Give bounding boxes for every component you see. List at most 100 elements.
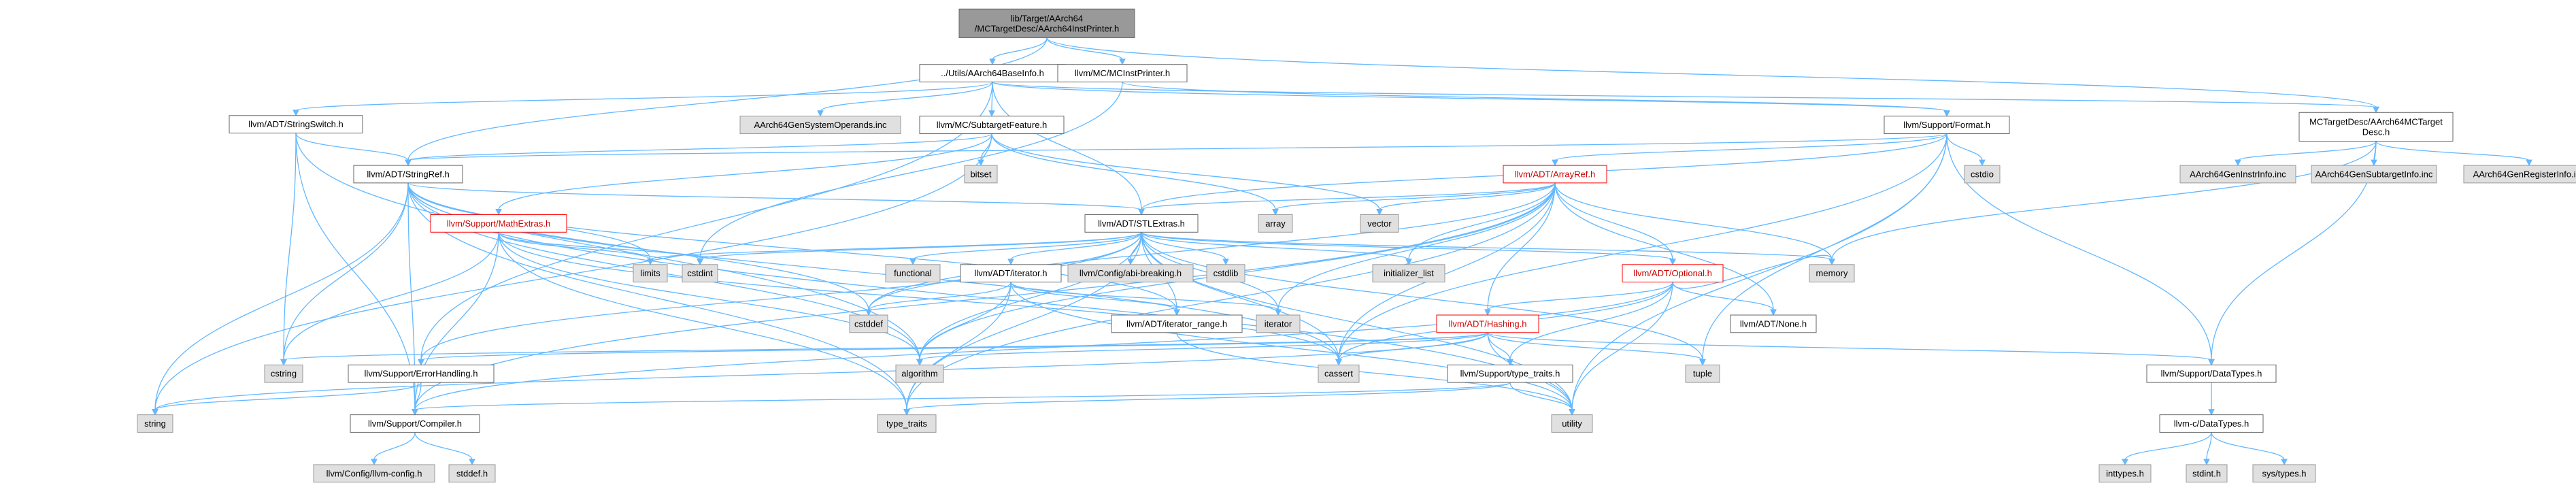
node-box xyxy=(348,364,495,383)
edge-line xyxy=(992,37,1048,60)
node-geninstr: AArch64GenInstrInfo.inc xyxy=(2179,165,2296,184)
edge-optional-to-memory xyxy=(1672,254,1835,289)
edge-line xyxy=(1141,231,1833,261)
edge-arrowhead xyxy=(1552,159,1558,167)
node-label: limits xyxy=(640,268,660,278)
edge-line xyxy=(1141,231,1673,261)
edge-arrayref-to-none xyxy=(1554,182,1777,316)
edge-arrowhead xyxy=(1669,259,1676,265)
edge-arrowhead xyxy=(495,209,502,216)
node-box xyxy=(1503,165,1607,184)
node-box xyxy=(2311,165,2437,184)
edge-line xyxy=(868,282,1011,311)
node-mathextras[interactable]: llvm/Support/MathExtras.h xyxy=(430,214,567,233)
node-box xyxy=(2159,414,2264,433)
node-box xyxy=(1964,165,2001,184)
edge-line xyxy=(414,282,1673,410)
edge-arrowhead xyxy=(412,409,418,416)
node-box xyxy=(1111,314,1243,333)
node-errorhandling[interactable]: llvm/Support/ErrorHandling.h xyxy=(348,364,495,383)
node-box xyxy=(2179,165,2296,184)
edge-hashing-to-algorithm xyxy=(916,332,1488,366)
node-subtarget[interactable]: llvm/MC/SubtargetFeature.h xyxy=(919,116,1065,134)
edge-stlextras-to-typetraits xyxy=(903,232,1142,416)
edge-line xyxy=(1141,231,1409,261)
node-cdatatypes[interactable]: llvm-c/DataTypes.h xyxy=(2159,414,2264,433)
edge-mcinstprinter-to-format xyxy=(1122,81,1950,117)
edge-hashing-to-tuple xyxy=(1487,332,1706,366)
edge-arrayref-to-stlextras xyxy=(1138,182,1556,216)
edge-line xyxy=(1141,232,1339,361)
node-box xyxy=(350,414,480,433)
edge-line xyxy=(1571,133,1947,410)
edge-line xyxy=(1046,37,1123,61)
node-arrayref[interactable]: llvm/ADT/ArrayRef.h xyxy=(1503,165,1607,184)
edge-line xyxy=(1141,182,1556,211)
edge-arrowhead xyxy=(1405,259,1412,265)
node-hashing[interactable]: llvm/ADT/Hashing.h xyxy=(1436,314,1539,333)
node-typetraitsh[interactable]: llvm/Support/type_traits.h xyxy=(1447,364,1573,383)
node-compiler[interactable]: llvm/Support/Compiler.h xyxy=(350,414,480,433)
node-abibreaking: llvm/Config/abi-breaking.h xyxy=(1067,264,1194,283)
node-cstdint: cstdint xyxy=(682,264,718,283)
node-label: array xyxy=(1265,218,1286,229)
edge-arrowhead xyxy=(916,359,923,366)
node-datatypes[interactable]: llvm/Support/DataTypes.h xyxy=(2146,364,2277,383)
node-label: llvm/Config/llvm-config.h xyxy=(327,468,422,478)
node-label: llvm-c/DataTypes.h xyxy=(2174,418,2249,429)
node-label: cassert xyxy=(1324,369,1353,379)
edge-line xyxy=(2206,432,2212,460)
edge-arrowhead xyxy=(2208,409,2215,416)
edge-line xyxy=(414,432,473,461)
node-iterrange[interactable]: llvm/ADT/iterator_range.h xyxy=(1111,314,1243,333)
node-stringref[interactable]: llvm/ADT/StringRef.h xyxy=(353,165,463,184)
node-box xyxy=(2186,464,2228,483)
edge-line xyxy=(912,231,1142,261)
edge-arrowhead xyxy=(1484,309,1491,316)
edge-arrowhead xyxy=(2281,459,2288,466)
node-format[interactable]: llvm/Support/Format.h xyxy=(1884,116,2010,134)
edge-line xyxy=(498,232,907,410)
edge-arrowhead xyxy=(909,259,916,265)
edge-line xyxy=(699,82,1123,260)
node-optional[interactable]: llvm/ADT/Optional.h xyxy=(1622,264,1724,283)
node-box xyxy=(1685,364,1720,383)
edge-arrowhead xyxy=(2235,159,2241,167)
node-stringswitch[interactable]: llvm/ADT/StringSwitch.h xyxy=(229,115,363,134)
node-label: AArch64GenSystemOperands.inc xyxy=(754,120,887,130)
node-adtiterator[interactable]: llvm/ADT/iterator.h xyxy=(960,264,1062,283)
edge-line xyxy=(1176,332,1573,410)
edge-arrowhead xyxy=(1173,309,1180,316)
node-limits: limits xyxy=(633,264,668,283)
edge-line xyxy=(498,231,701,261)
edge-arrowhead xyxy=(1335,359,1342,366)
node-box xyxy=(958,8,1135,39)
edge-line xyxy=(1338,182,1556,361)
node-box xyxy=(1258,214,1293,233)
edge-stringref-to-cassert xyxy=(407,182,1342,366)
edge-line xyxy=(420,82,993,361)
edge-mathextras-to-cassert xyxy=(498,232,1342,366)
node-label: llvm/Config/abi-breaking.h xyxy=(1080,268,1182,278)
node-box xyxy=(2298,112,2454,142)
edge-line xyxy=(1672,254,1833,289)
edge-arrowhead xyxy=(1828,259,1835,265)
edge-arrayref-to-vector xyxy=(1376,182,1556,216)
edge-line xyxy=(1010,282,1177,311)
node-memory: memory xyxy=(1809,264,1855,283)
node-iterator: iterator xyxy=(1256,314,1301,333)
node-box xyxy=(137,414,173,433)
edge-line xyxy=(283,133,297,361)
node-mcinstprinter[interactable]: llvm/MC/MCInstPrinter.h xyxy=(1057,64,1188,82)
node-stlextras[interactable]: llvm/ADT/STLExtras.h xyxy=(1084,214,1199,233)
node-none[interactable]: llvm/ADT/None.h xyxy=(1730,314,1817,333)
edge-typetraitsh-to-compiler xyxy=(412,382,1511,416)
edge-line xyxy=(906,182,1556,410)
node-label: cstdio xyxy=(1971,169,1994,179)
edge-line xyxy=(1554,133,1947,161)
node-cstdlib: cstdlib xyxy=(1206,264,1245,283)
edge-line xyxy=(919,332,1488,361)
edge-format-to-cstdio xyxy=(1946,133,1986,167)
node-baseinfo[interactable]: ../Utils/AArch64BaseInfo.h xyxy=(919,64,1066,82)
